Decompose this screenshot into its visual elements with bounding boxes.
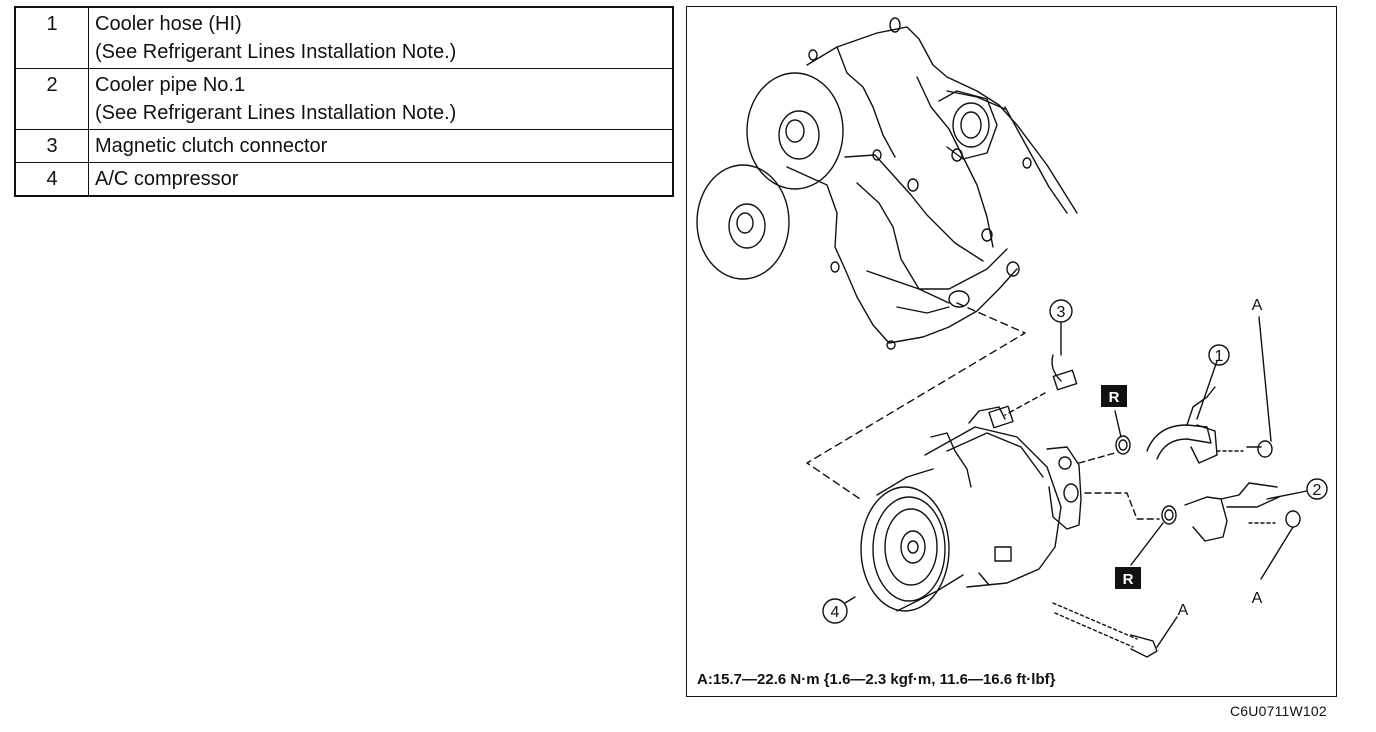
table-row: 3 Magnetic clutch connector (14, 129, 674, 163)
svg-text:4: 4 (831, 604, 840, 621)
torque-mark-a-top: A (1252, 297, 1272, 442)
callout-2: 2 (1266, 478, 1328, 500)
ac-compressor-drawing (860, 406, 1082, 612)
part-note: (See Refrigerant Lines Installation Note… (95, 41, 457, 63)
part-description: Magnetic clutch connector (88, 129, 674, 163)
part-number: 1 (14, 6, 89, 69)
o-ring-bottom (1161, 505, 1177, 525)
torque-specification: A:15.7—22.6 N·m {1.6—2.3 kgf·m, 11.6—16.… (697, 671, 1056, 688)
svg-text:R: R (1109, 389, 1120, 406)
mounting-bolt-drawing (1052, 602, 1158, 658)
part-name: Cooler hose (HI) (95, 13, 242, 35)
part-name: A/C compressor (95, 168, 239, 190)
callout-1: 1 (1196, 344, 1230, 420)
pipe-alignment-line (1084, 492, 1160, 520)
svg-text:A: A (1252, 297, 1263, 314)
svg-text:1: 1 (1215, 348, 1224, 365)
compressor-illustration: 1 2 3 4 R R A (696, 17, 1328, 658)
part-description: A/C compressor (88, 162, 674, 197)
parts-table: 1 Cooler hose (HI) (See Refrigerant Line… (14, 6, 674, 197)
hose-alignment-line (1078, 452, 1116, 464)
replace-mark-top: R (1101, 385, 1127, 438)
o-ring-top (1115, 435, 1131, 455)
table-row: 4 A/C compressor (14, 162, 674, 197)
part-description: Cooler pipe No.1 (See Refrigerant Lines … (88, 68, 674, 130)
callout-4: 4 (822, 596, 856, 624)
cooler-hose-drawing (1146, 386, 1273, 464)
svg-text:R: R (1123, 571, 1134, 588)
cooler-pipe-drawing (1184, 482, 1301, 542)
alignment-line (806, 302, 1026, 502)
part-number: 4 (14, 162, 89, 197)
svg-text:2: 2 (1313, 482, 1322, 499)
magnetic-clutch-connector-drawing (988, 354, 1078, 429)
torque-mark-a-bolt: A (1156, 602, 1189, 648)
svg-text:3: 3 (1057, 304, 1066, 321)
part-description: Cooler hose (HI) (See Refrigerant Lines … (88, 6, 674, 69)
engine-block-drawing (696, 17, 1078, 350)
part-number: 3 (14, 129, 89, 163)
part-note: (See Refrigerant Lines Installation Note… (95, 102, 457, 124)
replace-mark-bottom: R (1115, 522, 1164, 589)
torque-mark-a-right: A (1252, 526, 1294, 607)
figure-code: C6U0711W102 (1230, 703, 1327, 719)
svg-text:A: A (1252, 590, 1263, 607)
part-number: 2 (14, 68, 89, 130)
part-name: Cooler pipe No.1 (95, 74, 246, 96)
table-row: 2 Cooler pipe No.1 (See Refrigerant Line… (14, 68, 674, 130)
svg-text:A: A (1178, 602, 1189, 619)
callout-3: 3 (1049, 299, 1073, 356)
illustration-frame: 1 2 3 4 R R A (686, 6, 1337, 697)
part-name: Magnetic clutch connector (95, 135, 328, 157)
table-row: 1 Cooler hose (HI) (See Refrigerant Line… (14, 6, 674, 69)
